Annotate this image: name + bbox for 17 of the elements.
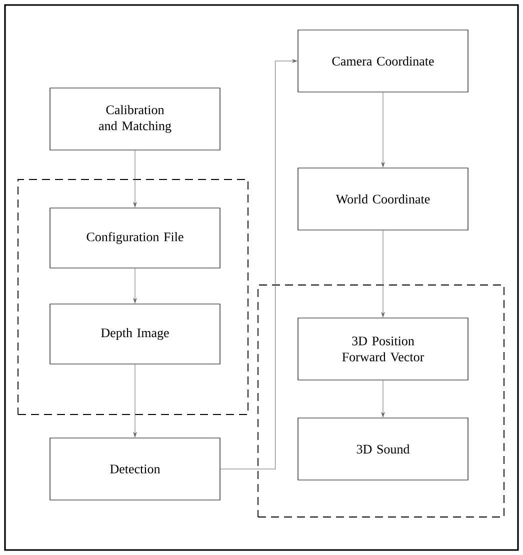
arrow	[133, 268, 137, 304]
dashed-group-box	[258, 284, 504, 518]
process-box: Configuration File	[50, 208, 220, 268]
arrow	[381, 230, 385, 318]
process-box: Detection	[50, 438, 220, 500]
arrow	[133, 150, 137, 208]
process-box: Camera Coordinate	[298, 30, 468, 92]
process-box: Depth Image	[50, 304, 220, 364]
process-box: 3D Sound	[298, 418, 468, 480]
arrow	[381, 92, 385, 168]
arrow	[133, 364, 137, 438]
arrow	[381, 380, 385, 418]
process-box: Calibration and Matching	[50, 88, 220, 150]
process-box: 3D Position Forward Vector	[298, 318, 468, 380]
dashed-group-box	[18, 179, 248, 415]
arrow	[220, 59, 298, 470]
process-box: World Coordinate	[298, 168, 468, 230]
